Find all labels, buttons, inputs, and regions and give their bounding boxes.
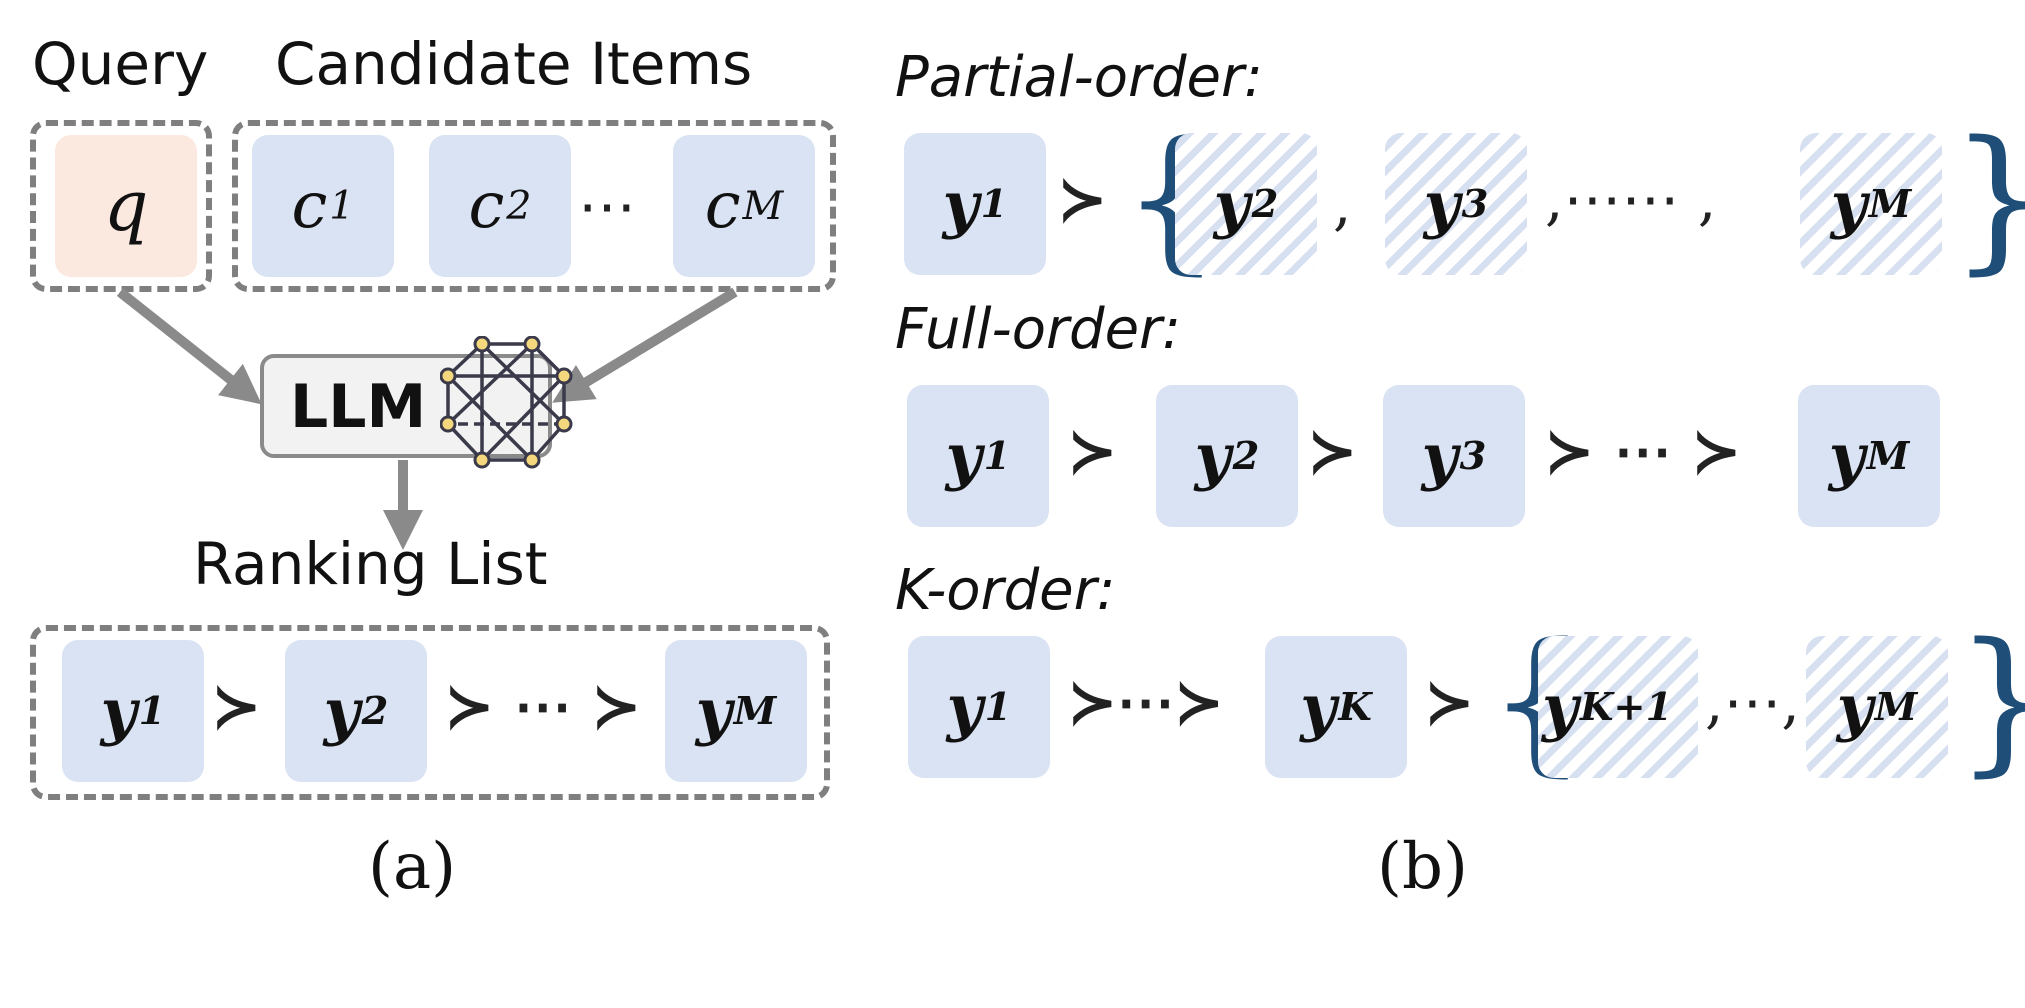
close-brace: } bbox=[1950, 120, 2025, 276]
item-sub: 1 bbox=[980, 181, 1008, 227]
ranking-item-sub: 2 bbox=[361, 688, 389, 734]
caption-a: (a) bbox=[368, 830, 457, 904]
item-sub: 1 bbox=[983, 433, 1011, 479]
candidate-ellipsis: ⋯ bbox=[578, 172, 636, 240]
candidate-base: c bbox=[704, 169, 741, 243]
succ-symbol: ≻ bbox=[1308, 417, 1357, 485]
item-sub: M bbox=[1868, 181, 1912, 227]
ranking-list-group bbox=[30, 625, 830, 800]
item-base: y bbox=[1836, 670, 1873, 744]
candidate-base: c bbox=[291, 169, 328, 243]
item-sub: 2 bbox=[1232, 433, 1260, 479]
ranking-item-base: y bbox=[695, 674, 732, 748]
ranking-list-label: Ranking List bbox=[193, 530, 548, 598]
candidate-sub: M bbox=[742, 183, 784, 229]
query-item: q bbox=[55, 135, 197, 277]
partial-order-title: Partial-order: bbox=[895, 45, 1263, 110]
query-label: Query bbox=[32, 30, 209, 98]
ranking-middle: ≻ ⋯ ≻ bbox=[445, 672, 641, 740]
llm-label: LLM bbox=[290, 372, 427, 442]
item-base: y bbox=[1828, 419, 1865, 493]
candidates-to-llm-arrow bbox=[552, 287, 738, 403]
k-order-middle: ≻⋯≻ bbox=[1068, 668, 1224, 736]
caption-b: (b) bbox=[1377, 830, 1468, 904]
item-sub: 2 bbox=[1251, 181, 1279, 227]
item-sub: 3 bbox=[1461, 181, 1489, 227]
k-order-title: K-order: bbox=[895, 558, 1116, 623]
candidate-items-label: Candidate Items bbox=[275, 30, 753, 98]
ranking-item-base: y bbox=[323, 674, 360, 748]
succ-symbol: ≻ bbox=[1058, 165, 1107, 233]
item-base: y bbox=[1194, 419, 1231, 493]
candidate-group bbox=[232, 120, 836, 292]
item-base: y bbox=[946, 670, 983, 744]
item-base: y bbox=[1830, 167, 1867, 241]
query-symbol: q bbox=[103, 165, 149, 247]
candidate-sub: 2 bbox=[506, 183, 532, 229]
item-base: y bbox=[1300, 670, 1337, 744]
query-group bbox=[30, 120, 212, 292]
succ-symbol: ≻ bbox=[212, 672, 261, 740]
item-sub: K+1 bbox=[1580, 684, 1673, 730]
item-base: y bbox=[945, 419, 982, 493]
partial-set-ellipsis: ,⋯⋯ , bbox=[1545, 165, 1717, 233]
ranking-item-sub: M bbox=[733, 688, 777, 734]
full-order-tail: ≻ ⋯ ≻ bbox=[1545, 417, 1741, 485]
candidate-base: c bbox=[468, 169, 505, 243]
neural-network-icon bbox=[440, 336, 573, 469]
item-sub: 3 bbox=[1459, 433, 1487, 479]
candidate-sub: 1 bbox=[329, 183, 355, 229]
ranking-item-sub: 1 bbox=[138, 688, 166, 734]
item-sub: K bbox=[1338, 684, 1372, 730]
item-base: y bbox=[1542, 670, 1579, 744]
k-order-set-ellipsis: ,⋯, bbox=[1705, 668, 1800, 736]
item-base: y bbox=[1213, 167, 1250, 241]
item-base: y bbox=[1423, 167, 1460, 241]
close-brace: } bbox=[1955, 622, 2025, 778]
succ-symbol: ≻ bbox=[1425, 668, 1474, 736]
query-to-llm-arrow bbox=[116, 288, 262, 405]
comma: , bbox=[1333, 170, 1352, 238]
item-sub: 1 bbox=[984, 684, 1012, 730]
succ-symbol: ≻ bbox=[1068, 417, 1117, 485]
ranking-item-base: y bbox=[100, 674, 137, 748]
item-sub: M bbox=[1866, 433, 1910, 479]
item-sub: M bbox=[1874, 684, 1918, 730]
full-order-title: Full-order: bbox=[895, 297, 1181, 362]
item-base: y bbox=[1421, 419, 1458, 493]
item-base: y bbox=[942, 167, 979, 241]
